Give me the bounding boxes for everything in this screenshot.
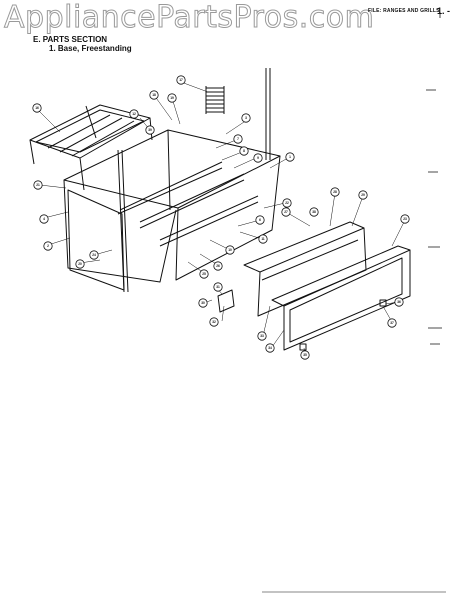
- callout-35: [300, 350, 310, 360]
- section-subtitle: 1. Base, Freestanding: [49, 44, 132, 53]
- callout-28: [330, 187, 340, 197]
- callout-3: [241, 113, 251, 123]
- callout-label: 21: [36, 183, 40, 187]
- callout-27: [281, 207, 291, 217]
- callout-34: [265, 343, 275, 353]
- section-title: E. PARTS SECTION: [33, 35, 108, 44]
- door-frame: [271, 245, 411, 351]
- callout-10: [225, 245, 235, 255]
- callout-label: 18: [152, 93, 156, 97]
- callout-label: 23: [403, 217, 407, 221]
- file-label: FILE: RANGES AND GRILLS: [368, 8, 440, 14]
- callout-label: 28: [333, 190, 337, 194]
- callout-31: [213, 282, 223, 292]
- callout-9: [253, 153, 263, 163]
- callout-label: 30: [201, 301, 205, 305]
- callout-20: [75, 259, 85, 269]
- callout-label: 27: [284, 210, 288, 214]
- callout-label: 10: [228, 248, 232, 252]
- callout-label: 11: [261, 237, 265, 241]
- callout-21: [33, 180, 43, 190]
- callout-label: 29: [361, 193, 365, 197]
- callout-16: [32, 103, 42, 113]
- callout-32: [209, 317, 219, 327]
- callout-4: [39, 214, 49, 224]
- callout-label: 20: [78, 262, 82, 266]
- callout-26: [213, 261, 223, 271]
- callout-label: 32: [212, 320, 216, 324]
- callout-38: [309, 207, 319, 217]
- callout-label: 37: [390, 321, 394, 325]
- callout-label: 36: [397, 300, 401, 304]
- callout-17: [176, 75, 186, 85]
- callout-19: [167, 93, 177, 103]
- callout-label: 35: [303, 353, 307, 357]
- callout-39: [145, 125, 155, 135]
- duct-coil: [205, 86, 225, 114]
- callout-37: [387, 318, 397, 328]
- callout-7: [233, 134, 243, 144]
- callout-markers: 17 18 19 12 3 16 21 4 2 7 8 9 1 22 6 10 …: [32, 75, 410, 360]
- callout-22: [282, 198, 292, 208]
- callout-label: 17: [179, 78, 183, 82]
- callout-label: 16: [35, 106, 39, 110]
- callout-label: 25: [202, 272, 206, 276]
- callout-label: 31: [216, 285, 220, 289]
- callout-label: 4: [43, 217, 45, 221]
- callout-1: [285, 152, 295, 162]
- callout-36: [394, 297, 404, 307]
- callout-label: 24: [92, 253, 96, 257]
- callout-33: [257, 331, 267, 341]
- callout-label: 34: [268, 346, 272, 350]
- callout-12: [129, 109, 139, 119]
- callout-label: 22: [285, 201, 289, 205]
- callout-label: 19: [170, 96, 174, 100]
- callout-30: [198, 298, 208, 308]
- drawer-front: [243, 221, 367, 317]
- callout-2: [43, 241, 53, 251]
- callout-8: [239, 146, 249, 156]
- callout-label: 7: [237, 137, 239, 141]
- callout-24: [89, 250, 99, 260]
- watermark: AppliancePartsPros.com: [3, 0, 375, 36]
- page-mark: 1. -: [437, 6, 451, 16]
- edge-marks: [426, 12, 442, 345]
- callout-25: [199, 269, 209, 279]
- callout-label: 38: [312, 210, 316, 214]
- callout-label: 3: [245, 116, 247, 120]
- callout-label: 1: [289, 155, 291, 159]
- rear-rod: [265, 68, 271, 160]
- callout-label: 12: [132, 112, 136, 116]
- front-rod: [117, 149, 129, 293]
- callout-label: 39: [148, 128, 152, 132]
- callout-label: 33: [260, 334, 264, 338]
- callout-6: [255, 215, 265, 225]
- callout-11: [258, 234, 268, 244]
- callout-label: 26: [216, 264, 220, 268]
- callout-23: [400, 214, 410, 224]
- callout-label: 8: [243, 149, 245, 153]
- clip: [299, 299, 387, 351]
- cabinet-body: [63, 129, 281, 283]
- callout-18: [149, 90, 159, 100]
- hinge-bracket: [217, 289, 235, 313]
- callout-label: 6: [259, 218, 261, 222]
- callout-29: [358, 190, 368, 200]
- callout-label: 9: [257, 156, 259, 160]
- callout-label: 2: [47, 244, 49, 248]
